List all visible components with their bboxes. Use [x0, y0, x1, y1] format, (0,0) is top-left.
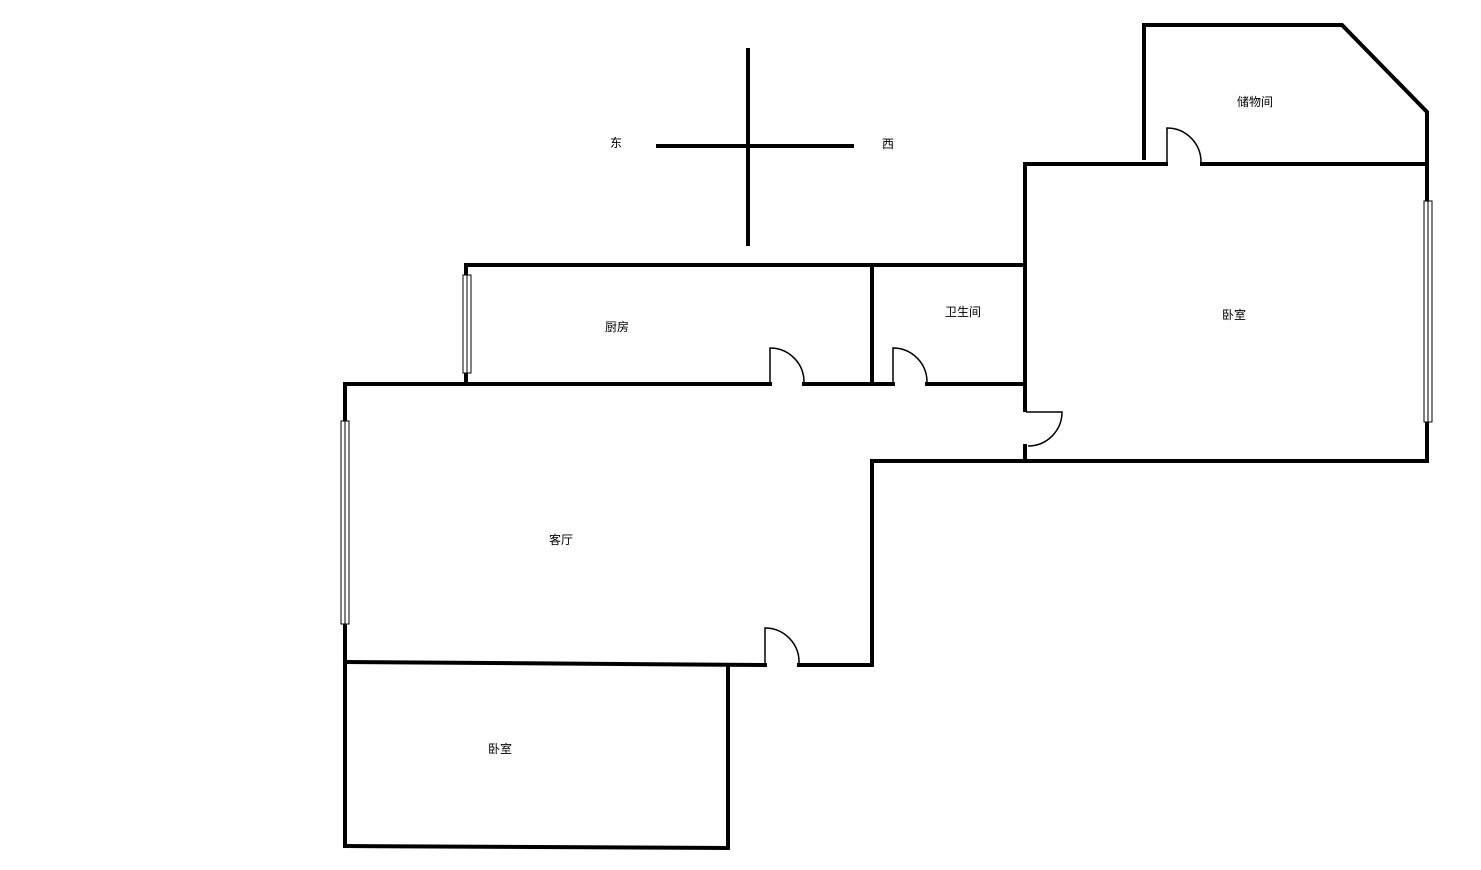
room-label-bedroom-south: 卧室	[488, 741, 512, 756]
walls	[342, 23, 1429, 851]
compass: 东 西	[610, 48, 894, 246]
room-label-living-room: 客厅	[549, 532, 573, 547]
storage-wall	[1142, 23, 1429, 166]
room-label-bedroom-east: 卧室	[1222, 307, 1246, 322]
door-bedroom-east	[1026, 411, 1063, 447]
living-bottom-wall-a	[342, 659, 768, 668]
window-bedroom-east	[1423, 200, 1433, 423]
room-label-kitchen: 厨房	[605, 319, 629, 334]
window-living-room	[340, 420, 350, 625]
room-label-storage: 储物间	[1237, 94, 1273, 109]
compass-west-label: 西	[882, 137, 894, 151]
windows	[340, 200, 1433, 625]
room-label-bathroom: 卫生间	[945, 305, 981, 319]
window-kitchen	[462, 274, 472, 374]
door-storage	[1166, 127, 1202, 164]
compass-east-label: 东	[610, 136, 622, 150]
door-bathroom	[892, 347, 928, 384]
door-kitchen	[769, 347, 805, 384]
door-bedroom-south	[764, 627, 800, 665]
room-labels: 储物间 卧室 卫生间 厨房 客厅 卧室	[488, 94, 1273, 756]
bedroom-south-bottom-wall	[342, 843, 731, 851]
doors	[764, 127, 1202, 665]
